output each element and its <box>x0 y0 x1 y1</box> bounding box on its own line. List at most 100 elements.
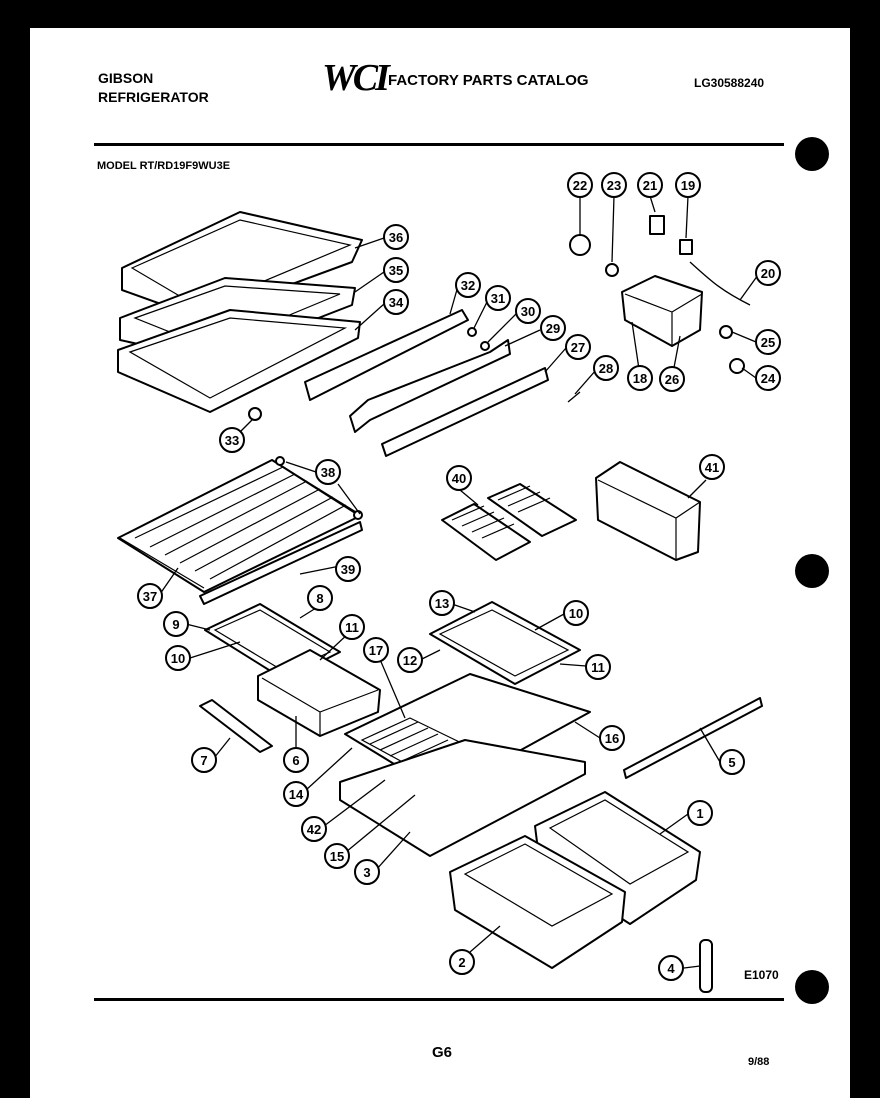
callout-1: 1 <box>687 800 713 826</box>
svg-text:30: 30 <box>521 304 535 319</box>
crisper-cover-3 <box>339 739 586 857</box>
shelf-rail-32 <box>304 309 469 401</box>
clip-30 <box>480 341 490 351</box>
callout-9: 9 <box>163 611 189 637</box>
svg-text:28: 28 <box>599 361 613 376</box>
svg-text:7: 7 <box>200 753 207 768</box>
svg-text:36: 36 <box>389 230 403 245</box>
callout-29: 29 <box>540 315 566 341</box>
screw-28 <box>567 391 581 403</box>
svg-text:4: 4 <box>667 961 675 976</box>
svg-text:19: 19 <box>681 178 695 193</box>
crisper-drawer-2 <box>449 835 626 969</box>
socket-23 <box>605 263 619 277</box>
callout-30: 30 <box>515 298 541 324</box>
callout-11-right: 11 <box>585 654 611 680</box>
diagram-code: E1070 <box>744 968 779 982</box>
callout-33: 33 <box>219 427 245 453</box>
binder-hole-middle <box>795 554 829 588</box>
callout-4: 4 <box>658 955 684 981</box>
binder-hole-bottom <box>795 970 829 1004</box>
svg-text:42: 42 <box>307 822 321 837</box>
catalog-title: FACTORY PARTS CATALOG <box>388 72 589 89</box>
svg-text:11: 11 <box>591 660 605 675</box>
callout-16: 16 <box>599 725 625 751</box>
callout-18: 18 <box>627 365 653 391</box>
binder-hole-top <box>795 137 829 171</box>
svg-text:24: 24 <box>761 371 776 386</box>
shelf-frame-34 <box>117 309 361 413</box>
shelf-glass-36 <box>121 211 363 319</box>
drawer-slide-7 <box>199 699 273 753</box>
callout-8: 8 <box>307 585 333 611</box>
callout-28: 28 <box>593 355 619 381</box>
control-housing-18 <box>621 275 703 347</box>
footer-rule <box>94 998 784 1001</box>
svg-text:40: 40 <box>452 471 466 486</box>
svg-text:21: 21 <box>643 178 657 193</box>
callout-10-right: 10 <box>563 600 589 626</box>
callout-12: 12 <box>397 647 423 673</box>
svg-text:13: 13 <box>435 596 449 611</box>
switch-19 <box>679 239 693 255</box>
callout-22: 22 <box>567 172 593 198</box>
svg-text:23: 23 <box>607 178 621 193</box>
callout-17: 17 <box>363 637 389 663</box>
svg-text:12: 12 <box>403 653 417 668</box>
svg-text:29: 29 <box>546 321 560 336</box>
svg-text:22: 22 <box>573 178 587 193</box>
callout-14: 14 <box>283 781 309 807</box>
svg-text:2: 2 <box>458 955 465 970</box>
svg-text:26: 26 <box>665 372 679 387</box>
knob-25 <box>719 325 733 339</box>
callout-15: 15 <box>324 843 350 869</box>
svg-text:10: 10 <box>569 606 583 621</box>
shelf-support-29 <box>349 339 511 433</box>
shelf-clip-38a <box>275 456 285 466</box>
catalog-number: LG30588240 <box>694 76 765 90</box>
shelf-trim-5 <box>623 697 763 779</box>
callout-34: 34 <box>383 289 409 315</box>
svg-text:39: 39 <box>341 562 355 577</box>
svg-text:9: 9 <box>172 617 179 632</box>
callout-38: 38 <box>315 459 341 485</box>
svg-text:35: 35 <box>389 263 403 278</box>
svg-text:17: 17 <box>369 643 383 658</box>
drawer-divider-4 <box>699 939 713 993</box>
callout-5: 5 <box>719 749 745 775</box>
light-bulb-22 <box>569 234 591 256</box>
svg-text:41: 41 <box>705 460 719 475</box>
svg-text:34: 34 <box>389 295 404 310</box>
callout-2: 2 <box>449 949 475 975</box>
callout-10-left: 10 <box>165 645 191 671</box>
callout-23: 23 <box>601 172 627 198</box>
wci-logo: WCI <box>322 57 390 99</box>
brand-name: GIBSON <box>98 70 154 86</box>
callout-40: 40 <box>446 465 472 491</box>
crisper-cover-assembly-right <box>429 601 581 685</box>
svg-text:1: 1 <box>696 806 703 821</box>
callout-32: 32 <box>455 272 481 298</box>
callout-6: 6 <box>283 747 309 773</box>
callout-41: 41 <box>699 454 725 480</box>
model-label: MODEL RT/RD19F9WU3E <box>97 160 231 172</box>
svg-text:14: 14 <box>289 787 304 802</box>
svg-text:10: 10 <box>171 651 185 666</box>
svg-text:25: 25 <box>761 335 775 350</box>
callout-31: 31 <box>485 285 511 311</box>
callout-37: 37 <box>137 583 163 609</box>
callout-26: 26 <box>659 366 685 392</box>
callout-35: 35 <box>383 257 409 283</box>
callout-7: 7 <box>191 747 217 773</box>
header-rule <box>94 143 784 146</box>
svg-text:16: 16 <box>605 731 619 746</box>
wire-harness-20 <box>689 261 751 306</box>
svg-text:3: 3 <box>363 865 370 880</box>
clip-31 <box>467 327 477 337</box>
door-bin-41 <box>595 461 701 561</box>
ice-trays-40 <box>441 483 577 561</box>
svg-text:18: 18 <box>633 371 647 386</box>
svg-text:33: 33 <box>225 433 239 448</box>
shelf-trim-39 <box>199 521 363 605</box>
